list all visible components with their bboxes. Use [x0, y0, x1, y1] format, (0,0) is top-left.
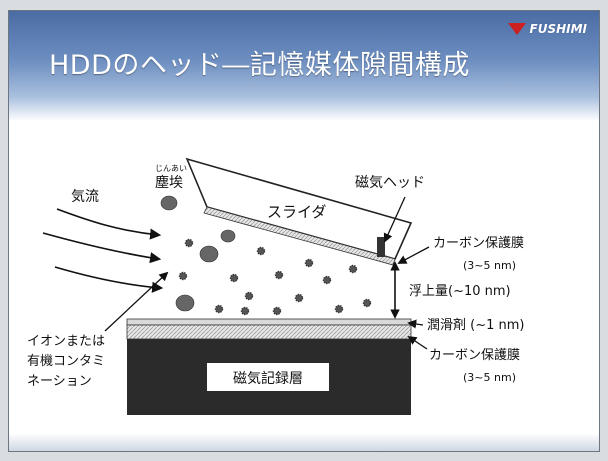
head-leader — [383, 196, 406, 243]
contamination-leader — [104, 271, 169, 332]
contamination-particle — [229, 273, 239, 283]
slider-label: スライダ — [267, 203, 326, 221]
carbon-top-leader — [397, 246, 430, 264]
hdd-gap-diagram: スライダ 磁気記録層 — [27, 157, 524, 415]
contamination-particle — [362, 298, 372, 308]
contamination-label-line2: 有機コンタミ — [27, 354, 105, 369]
dust-label: 塵埃 — [155, 174, 183, 191]
airflow-arrow — [54, 266, 164, 293]
contamination-particles — [178, 238, 372, 316]
contamination-label-line1: イオンまたは — [27, 334, 105, 349]
contamination-particle — [274, 270, 284, 280]
slide-header: HDDのヘッド―記憶媒体隙間構成 FUSHIMI — [9, 11, 599, 121]
carbon-top-label: カーボン保護膜 — [433, 235, 524, 251]
company-logo: FUSHIMI — [507, 19, 588, 39]
logo-text: FUSHIMI — [529, 22, 588, 36]
dust-ruby-label: じんあい — [155, 164, 187, 173]
recording-layer-label: 磁気記録層 — [233, 370, 303, 387]
carbon-bottom-label: カーボン保護膜 — [429, 347, 520, 363]
contamination-particle — [244, 291, 254, 301]
lubricant-layer — [126, 318, 412, 326]
carbon-top-size-label: (3~5 nm) — [463, 259, 516, 272]
contamination-label-line3: ネーション — [27, 374, 92, 389]
contamination-particle — [214, 304, 224, 314]
lubricant-leader — [407, 319, 424, 329]
logo-mark-icon — [507, 23, 526, 35]
contamination-particle — [304, 258, 314, 268]
carbon-protective-film-bottom — [126, 324, 412, 340]
contamination-particle — [272, 306, 282, 316]
carbon-bottom-size-label: (3~5 nm) — [463, 371, 516, 384]
dust-particle — [220, 229, 236, 243]
contamination-particle — [240, 306, 250, 316]
disk-stack: 磁気記録層 — [126, 318, 412, 415]
slider-group: スライダ — [185, 157, 413, 266]
airflow-arrows — [42, 208, 164, 293]
dust-particle — [160, 195, 178, 211]
airflow-arrow — [42, 232, 162, 264]
slide-title: HDDのヘッド―記憶媒体隙間構成 — [49, 50, 470, 81]
contamination-particle — [322, 275, 332, 285]
contamination-particle — [184, 238, 194, 248]
lubricant-label: 潤滑剤 (~1 nm) — [427, 317, 524, 333]
dust-particle — [199, 245, 219, 263]
slide-footer-strip — [9, 433, 599, 451]
slide: HDDのヘッド―記憶媒体隙間構成 FUSHIMI スライダ — [8, 10, 600, 452]
flying-height-label: 浮上量(~10 nm) — [409, 284, 511, 299]
recording-layer-label-box — [207, 363, 329, 391]
leader-lines — [104, 196, 430, 350]
carbon-bottom-leader — [407, 335, 428, 350]
airflow-arrow — [56, 208, 162, 240]
magnetic-head-element — [377, 237, 385, 257]
dust-particles — [160, 195, 236, 312]
contamination-particle — [294, 293, 304, 303]
contamination-particle — [256, 246, 266, 256]
airflow-label: 気流 — [71, 189, 99, 205]
head-label: 磁気ヘッド — [355, 175, 425, 191]
contamination-particle — [178, 271, 188, 281]
dust-particle — [175, 294, 195, 312]
contamination-particle — [348, 264, 358, 274]
contamination-particle — [334, 304, 344, 314]
